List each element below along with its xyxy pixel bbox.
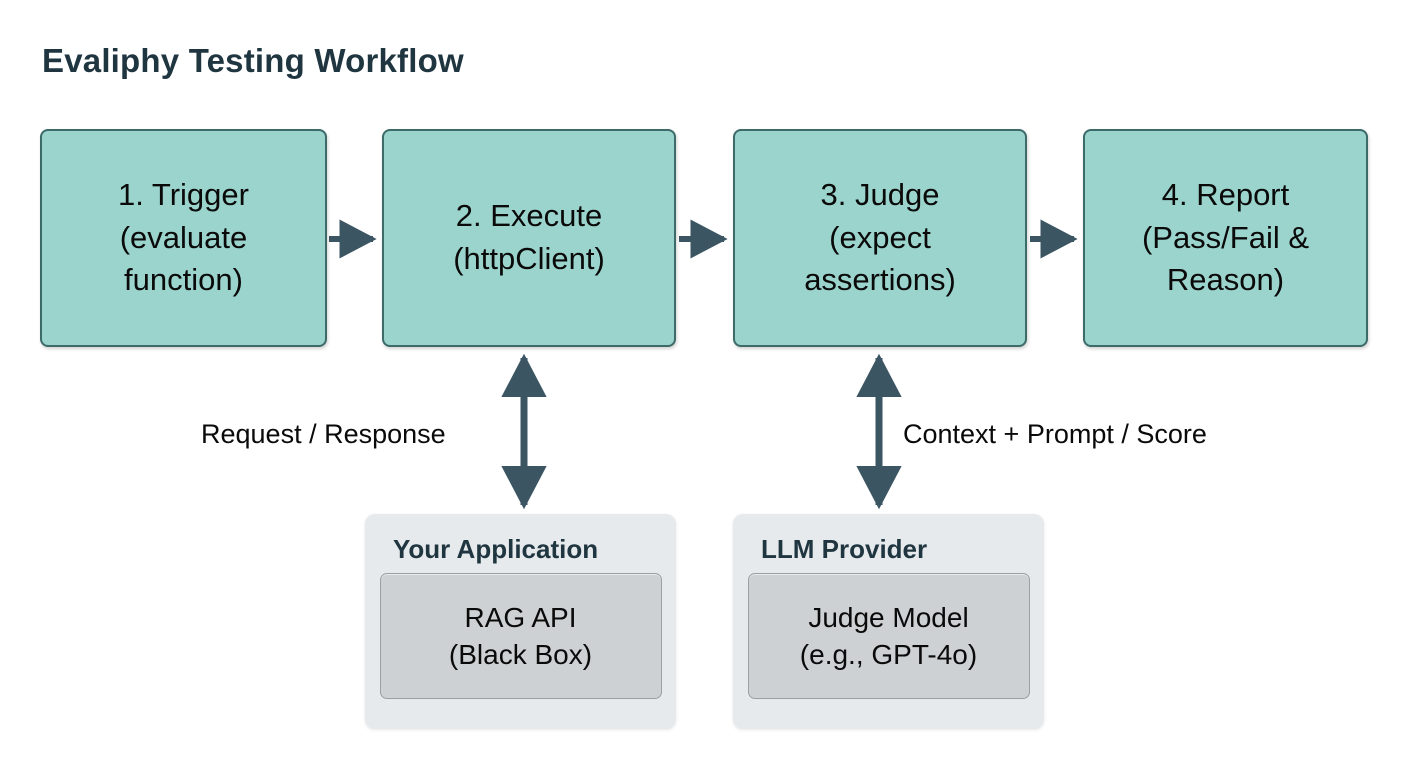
stage-line: (expect xyxy=(829,219,931,255)
inner-box-line: RAG API xyxy=(464,601,577,633)
edge-label-context-prompt-score: Context + Prompt / Score xyxy=(903,419,1207,449)
inner-box-judge-model[interactable]: Judge Model (e.g., GPT-4o) xyxy=(747,573,1030,699)
stage-box-judge[interactable]: 3. Judge (expect assertions) xyxy=(733,129,1027,347)
stage-line: assertions) xyxy=(804,262,956,298)
stage-line: (evaluate xyxy=(119,219,248,255)
stage-line: (httpClient) xyxy=(453,241,605,276)
page-title: Evaliphy Testing Workflow xyxy=(42,42,464,79)
edge-label-request-response: Request / Response xyxy=(201,419,446,449)
stage-line: (Pass/Fail & xyxy=(1141,219,1310,255)
stage-box-execute[interactable]: 2. Execute (httpClient) xyxy=(382,129,676,347)
stage-line: function) xyxy=(124,262,243,298)
stage-box-report[interactable]: 4. Report (Pass/Fail & Reason) xyxy=(1083,129,1368,347)
stage-line: 2. Execute xyxy=(455,198,603,234)
stage-line: 3. Judge xyxy=(820,176,940,212)
stage-line: 4. Report xyxy=(1161,176,1290,212)
inner-box-line: (Black Box) xyxy=(448,639,593,670)
stage-line: Reason) xyxy=(1166,262,1285,298)
inner-box-rag-api[interactable]: RAG API (Black Box) xyxy=(379,573,662,699)
inner-box-line: (e.g., GPT-4o) xyxy=(799,639,978,670)
group-title: Your Application xyxy=(393,534,599,564)
group-title: LLM Provider xyxy=(761,534,928,564)
stage-line: 1. Trigger xyxy=(118,176,249,212)
group-llm-provider[interactable]: LLM Provider Judge Model (e.g., GPT-4o) xyxy=(733,514,1044,729)
inner-box-line: Judge Model xyxy=(808,601,969,633)
stage-box-trigger[interactable]: 1. Trigger (evaluate function) xyxy=(40,129,327,347)
group-your-application[interactable]: Your Application RAG API (Black Box) xyxy=(365,514,676,729)
